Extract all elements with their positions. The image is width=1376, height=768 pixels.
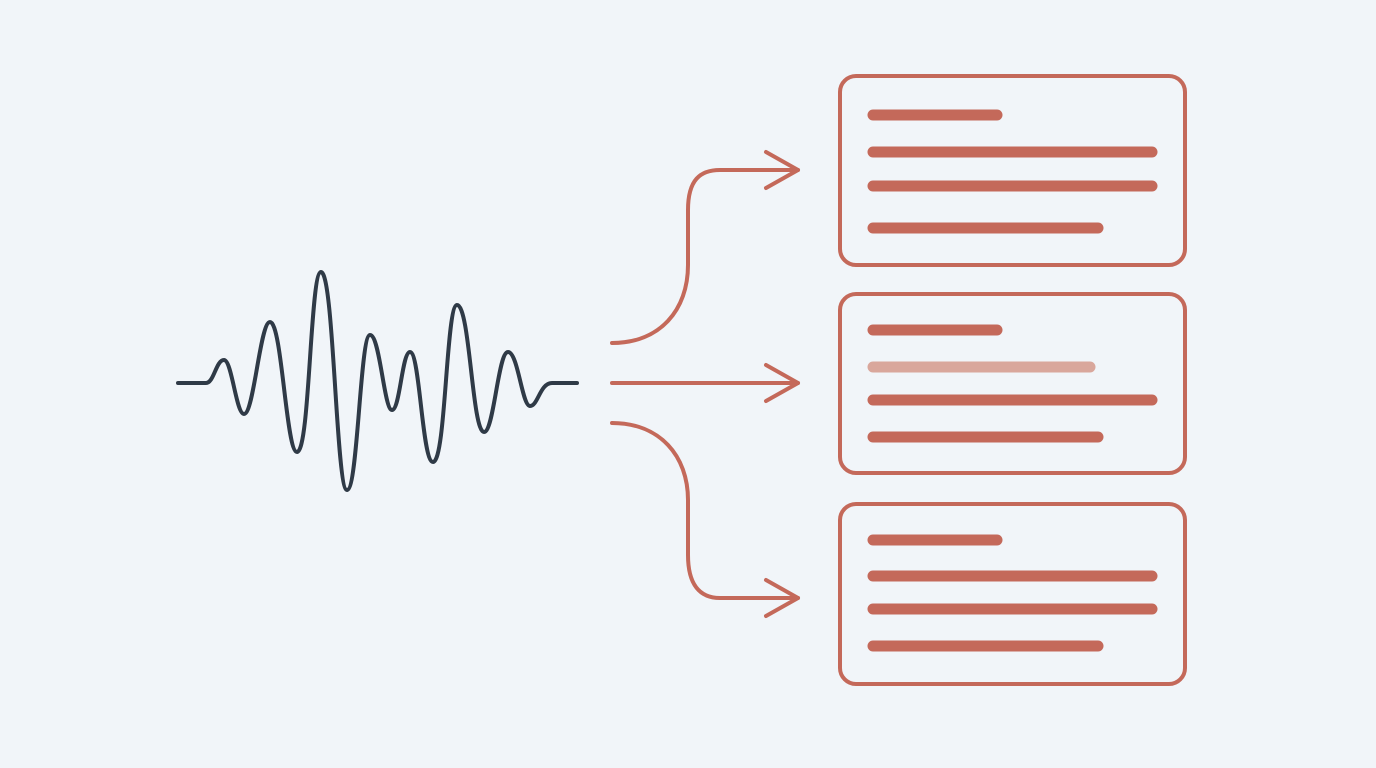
text-document-icon bbox=[838, 502, 1187, 686]
arrow-shaft bbox=[610, 421, 800, 600]
arrow-2 bbox=[610, 363, 800, 403]
text-document-icon bbox=[838, 292, 1187, 475]
arrow-right-icon bbox=[764, 578, 800, 618]
documents bbox=[838, 74, 1187, 686]
audio-waveform-icon bbox=[176, 270, 579, 492]
arrow-right-icon bbox=[764, 363, 800, 403]
document-card bbox=[838, 502, 1187, 686]
arrows bbox=[610, 150, 800, 618]
arrow-1 bbox=[610, 150, 800, 345]
waveform-line bbox=[176, 270, 579, 492]
arrow-3 bbox=[610, 421, 800, 618]
text-document-icon bbox=[838, 74, 1187, 267]
arrow-right-icon bbox=[764, 150, 800, 190]
arrow-shaft bbox=[610, 168, 800, 345]
document-card bbox=[838, 74, 1187, 267]
document-card bbox=[838, 292, 1187, 475]
